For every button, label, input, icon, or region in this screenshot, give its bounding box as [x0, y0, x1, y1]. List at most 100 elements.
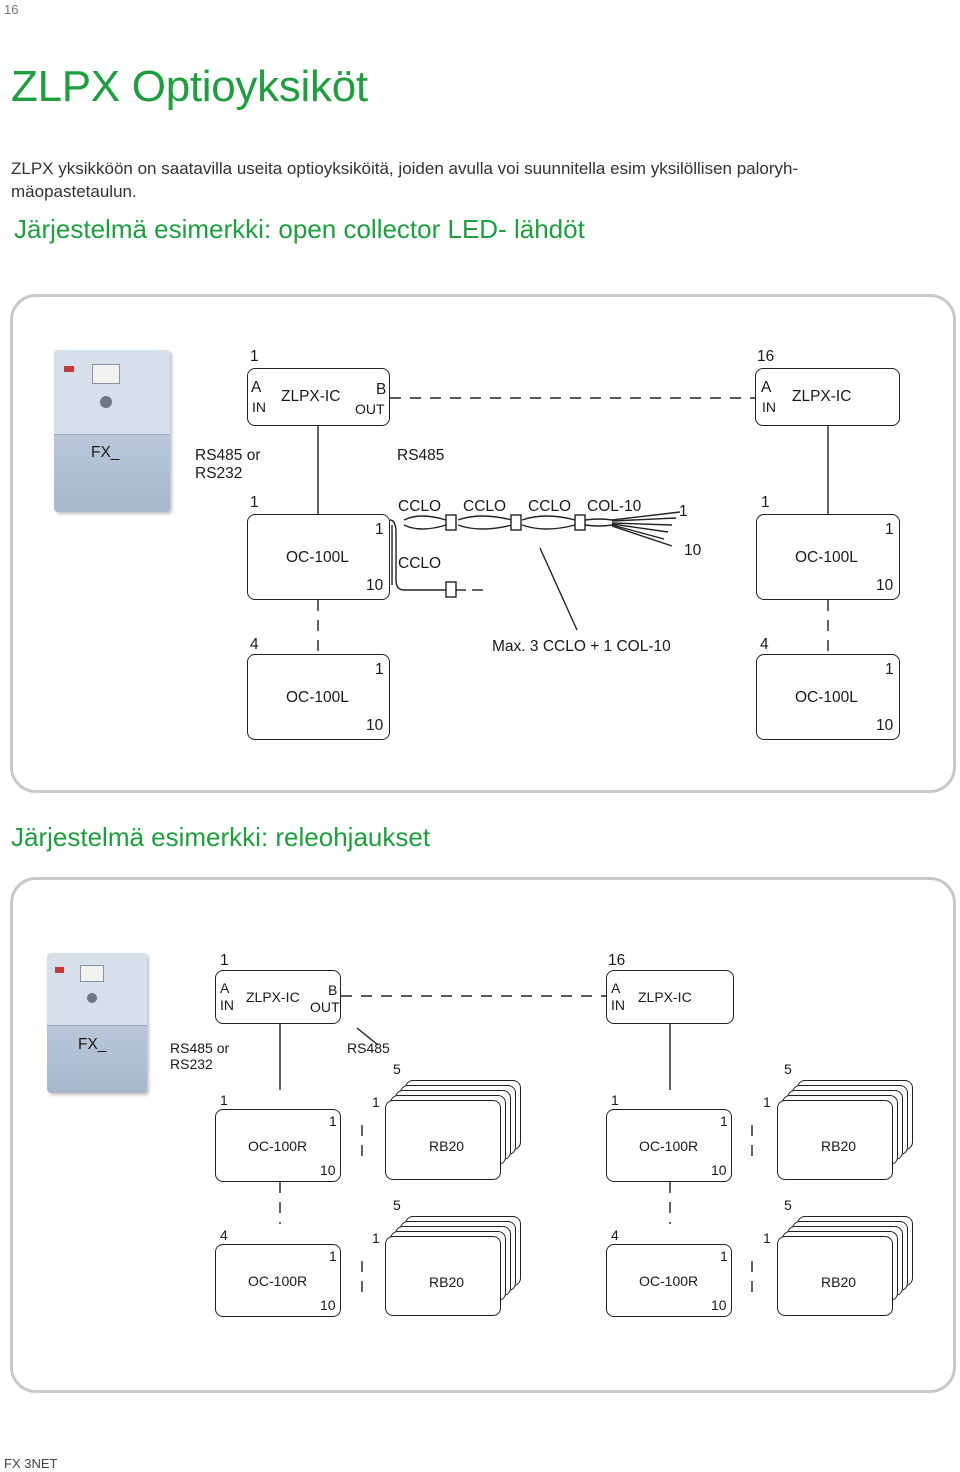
port-a-label: A — [251, 379, 262, 396]
rb20-unit: RB20 — [777, 1236, 893, 1316]
port-in-label: IN — [611, 997, 625, 1013]
oc-name: OC-100R — [248, 1273, 308, 1289]
col10-first: 1 — [679, 503, 688, 520]
cclo-label: CCLO — [398, 498, 442, 515]
oc-index: 1 — [611, 1092, 619, 1108]
intro-line-2: mäopastetaulun. — [11, 182, 137, 201]
rb20-unit: RB20 — [385, 1236, 501, 1316]
oc-name: OC-100L — [795, 549, 858, 566]
fire-panel-image — [47, 953, 147, 1093]
oc-100r-unit: OC-100R 1 10 — [606, 1109, 732, 1182]
oc-100r-unit: OC-100R 1 10 — [606, 1244, 732, 1317]
rb-count: 5 — [784, 1061, 792, 1077]
zlpx-name: ZLPX-IC — [792, 388, 852, 405]
zlpx-index: 1 — [220, 952, 229, 969]
oc-channel-last: 10 — [366, 717, 384, 734]
oc-channel-first: 1 — [329, 1113, 337, 1129]
rb20-unit: RB20 — [777, 1100, 893, 1180]
rb-name: RB20 — [821, 1274, 857, 1290]
port-a-label: A — [611, 980, 621, 996]
zlpx-ic-unit: A IN ZLPX-IC — [755, 368, 900, 426]
oc-index: 4 — [220, 1227, 228, 1243]
link-label-rs485-or: RS485 or — [195, 447, 261, 464]
oc-name: OC-100L — [286, 689, 349, 706]
oc-channel-last: 10 — [366, 577, 384, 594]
col10-label: COL-10 — [587, 498, 642, 515]
panel-label: FX_ — [78, 1036, 107, 1053]
link-label-rs485: RS485 — [347, 1040, 390, 1056]
zlpx-index: 1 — [250, 348, 259, 365]
panel-label: FX_ — [91, 444, 120, 461]
cclo-label: CCLO — [528, 498, 572, 515]
oc-index: 1 — [220, 1092, 228, 1108]
rb-name: RB20 — [429, 1138, 465, 1154]
oc-channel-first: 1 — [885, 521, 894, 538]
oc-100r-unit: OC-100R 1 10 — [215, 1109, 341, 1182]
diagram-frame-relay — [10, 877, 956, 1393]
rb20-unit: RB20 — [385, 1100, 501, 1180]
footer-label: FX 3NET — [4, 1456, 58, 1471]
zlpx-index: 16 — [757, 348, 775, 365]
oc-channel-first: 1 — [375, 661, 384, 678]
oc-name: OC-100R — [248, 1138, 308, 1154]
intro-paragraph: ZLPX yksikköön on saatavilla useita opti… — [11, 157, 911, 203]
port-a-label: A — [220, 980, 230, 996]
rb-index: 1 — [372, 1230, 380, 1246]
rb-index: 1 — [763, 1230, 771, 1246]
oc-channel-first: 1 — [720, 1113, 728, 1129]
oc-channel-last: 10 — [876, 717, 894, 734]
oc-name: OC-100R — [639, 1138, 699, 1154]
oc-100l-unit: OC-100L 1 10 — [247, 654, 390, 740]
rb-count: 5 — [393, 1061, 401, 1077]
oc-index: 4 — [250, 636, 259, 653]
port-in-label: IN — [220, 997, 234, 1013]
intro-line-1: ZLPX yksikköön on saatavilla useita opti… — [11, 159, 799, 178]
oc-channel-last: 10 — [320, 1162, 336, 1178]
port-a-label: A — [761, 379, 772, 396]
oc-100l-unit: OC-100L 1 10 — [756, 514, 900, 600]
page-number: 16 — [4, 2, 19, 17]
rb-count: 5 — [393, 1197, 401, 1213]
oc-channel-last: 10 — [876, 577, 894, 594]
zlpx-ic-unit: A IN ZLPX-IC B OUT — [247, 368, 390, 426]
port-out-label: OUT — [310, 999, 340, 1015]
oc-channel-first: 1 — [375, 521, 384, 538]
oc-index: 1 — [250, 494, 259, 511]
oc-channel-first: 1 — [885, 661, 894, 678]
oc-100r-unit: OC-100R 1 10 — [215, 1244, 341, 1317]
col10-last: 10 — [684, 542, 702, 559]
rb-index: 1 — [372, 1094, 380, 1110]
link-label-rs232: RS232 — [195, 465, 243, 482]
port-b-label: B — [376, 381, 387, 398]
heading-led-example: Järjestelmä esimerkki: open collector LE… — [14, 214, 585, 244]
max-note: Max. 3 CCLO + 1 COL-10 — [492, 638, 671, 655]
link-label-rs485-or: RS485 or — [170, 1040, 230, 1056]
oc-channel-last: 10 — [711, 1297, 727, 1313]
oc-100l-unit: OC-100L 1 10 — [247, 514, 390, 600]
oc-name: OC-100R — [639, 1273, 699, 1289]
cclo-label: CCLO — [463, 498, 507, 515]
zlpx-ic-unit: A IN ZLPX-IC — [606, 970, 734, 1024]
cclo-label: CCLO — [398, 555, 442, 572]
port-in-label: IN — [762, 399, 776, 415]
rb-name: RB20 — [821, 1138, 857, 1154]
oc-channel-first: 1 — [329, 1248, 337, 1264]
rb-count: 5 — [784, 1197, 792, 1213]
oc-channel-first: 1 — [720, 1248, 728, 1264]
zlpx-ic-unit: A IN ZLPX-IC B OUT — [215, 970, 341, 1024]
fire-panel-image — [54, 350, 170, 512]
oc-channel-last: 10 — [711, 1162, 727, 1178]
oc-index: 1 — [761, 494, 770, 511]
oc-name: OC-100L — [795, 689, 858, 706]
oc-100l-unit: OC-100L 1 10 — [756, 654, 900, 740]
oc-index: 4 — [611, 1227, 619, 1243]
port-out-label: OUT — [355, 401, 385, 417]
zlpx-name: ZLPX-IC — [638, 989, 692, 1005]
port-b-label: B — [328, 982, 338, 998]
link-label-rs232: RS232 — [170, 1056, 213, 1072]
zlpx-name: ZLPX-IC — [246, 989, 300, 1005]
oc-channel-last: 10 — [320, 1297, 336, 1313]
page-title: ZLPX Optioyksiköt — [11, 62, 368, 111]
rb-index: 1 — [763, 1094, 771, 1110]
diagram-frame-led — [10, 294, 956, 793]
